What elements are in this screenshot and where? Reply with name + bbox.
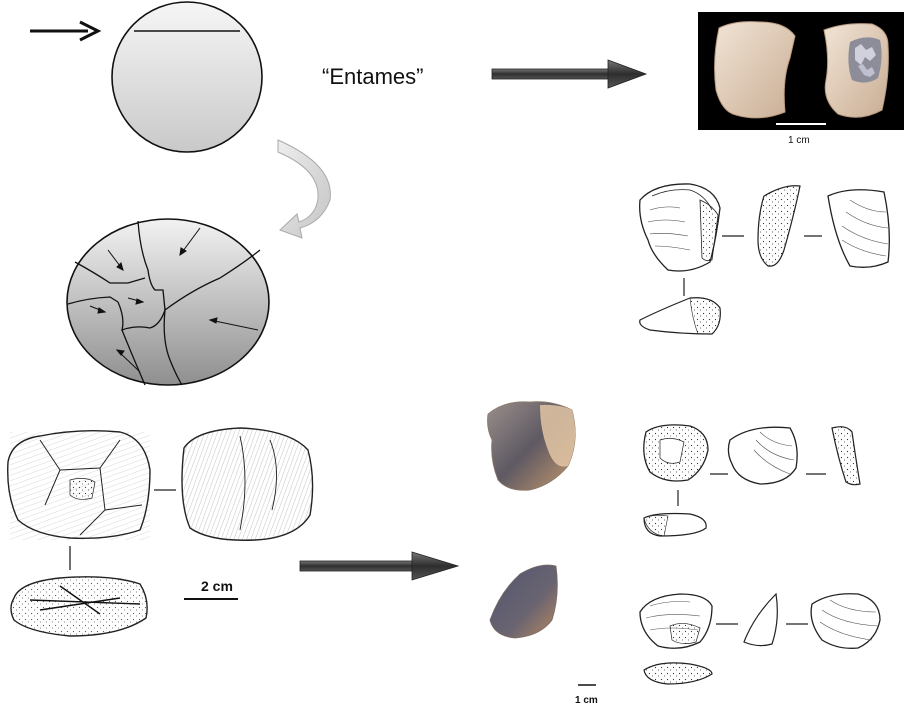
scale-label-bottom: 1 cm: [575, 695, 598, 706]
block-arrow-icon: [300, 552, 458, 580]
flake-drawing-top: [640, 184, 890, 334]
scale-label-photo: 1 cm: [788, 135, 810, 146]
entame-photo: [698, 12, 904, 130]
entames-label: “Entames”: [322, 64, 423, 89]
curved-arrow-icon: [278, 140, 330, 238]
scale-label-drawing: 2 cm: [201, 578, 233, 594]
flake-photo-2: [490, 565, 557, 638]
block-arrow-icon: [492, 60, 646, 88]
flake-drawing-bottom: [640, 594, 880, 684]
right-arrow-icon: [30, 22, 98, 40]
flake-photo-1: [488, 402, 576, 491]
fractured-sphere: [67, 219, 269, 385]
nodule-sphere: [112, 2, 262, 152]
nucleus-drawing: [8, 428, 313, 636]
flake-drawing-middle: [644, 425, 860, 536]
